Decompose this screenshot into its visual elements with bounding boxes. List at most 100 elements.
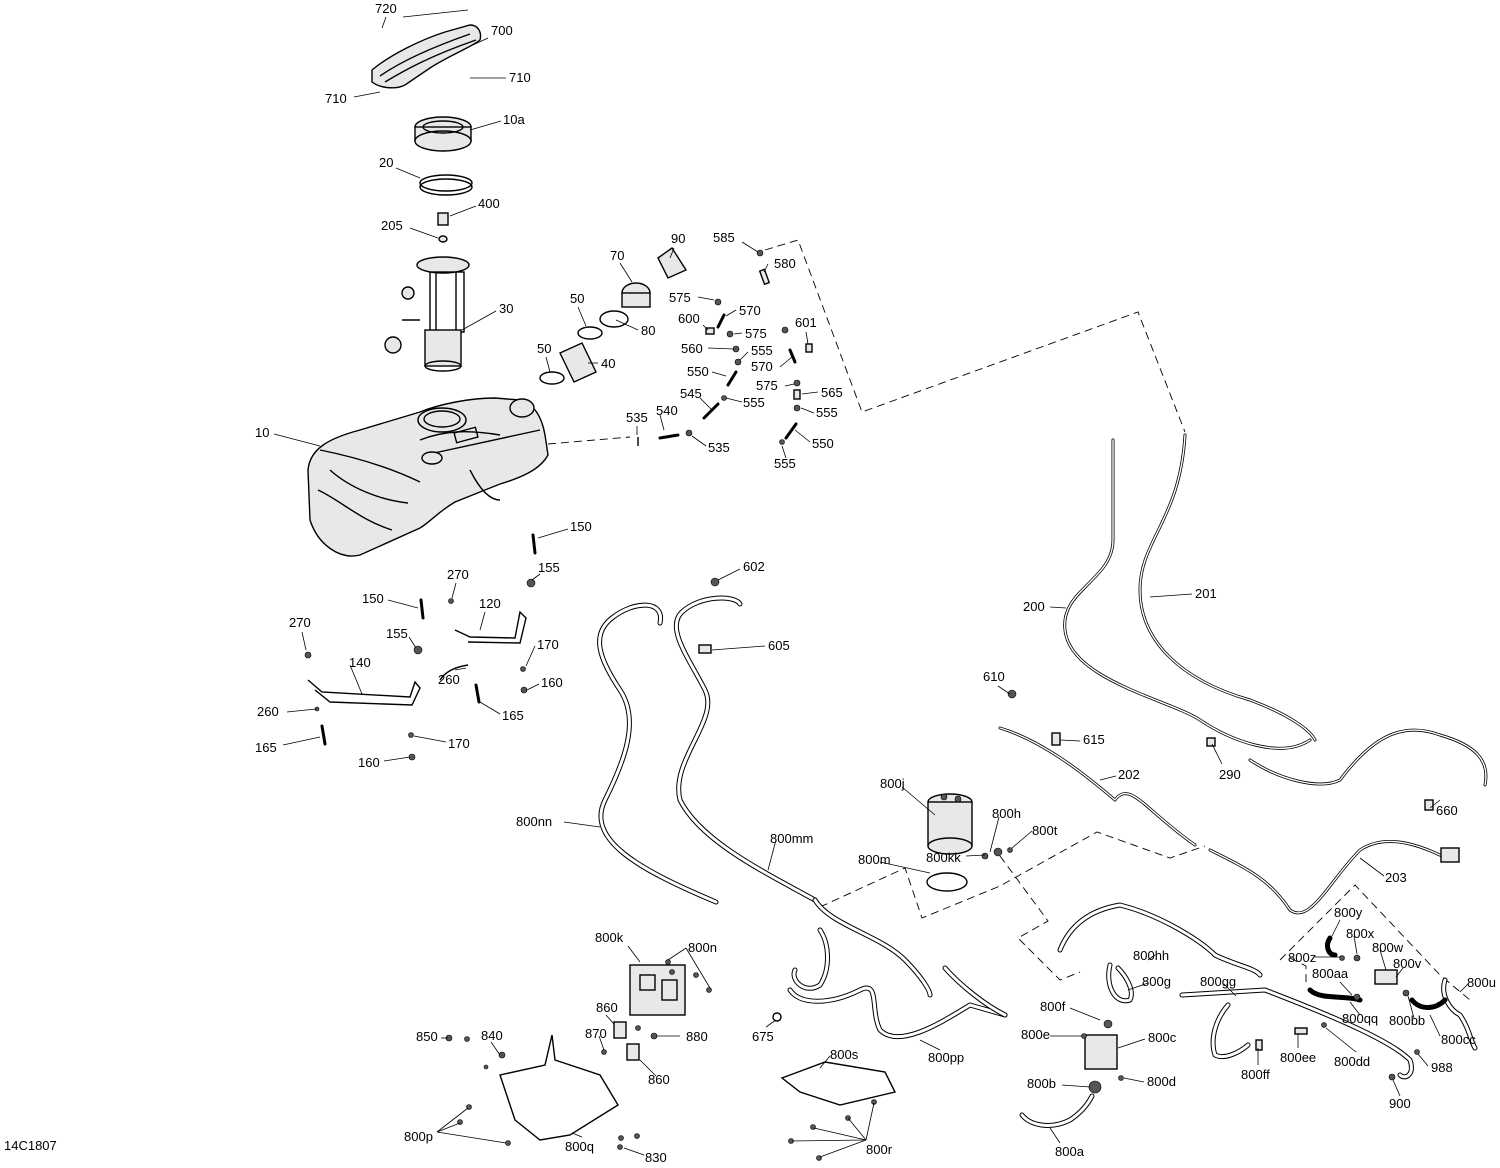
callout-10: 10 bbox=[255, 425, 269, 440]
callout-830: 830 bbox=[645, 1150, 667, 1165]
purge-hoses[interactable] bbox=[1019, 902, 1478, 1128]
filler-neck-parts[interactable] bbox=[539, 247, 688, 385]
callout-165: 165 bbox=[255, 740, 277, 755]
callout-800u: 800u bbox=[1467, 975, 1496, 990]
lock-ring[interactable] bbox=[414, 116, 472, 152]
callout-900: 900 bbox=[1389, 1096, 1411, 1111]
callout-988: 988 bbox=[1431, 1060, 1453, 1075]
evap-canister[interactable] bbox=[926, 793, 1013, 892]
vent-hoses[interactable] bbox=[597, 577, 1008, 1040]
callout-545: 545 bbox=[680, 386, 702, 401]
callout-555: 555 bbox=[743, 395, 765, 410]
callout-10a: 10a bbox=[503, 112, 525, 127]
callout-800aa: 800aa bbox=[1312, 966, 1349, 981]
callout-580: 580 bbox=[774, 256, 796, 271]
callout-800ff: 800ff bbox=[1241, 1067, 1270, 1082]
callout-720: 720 bbox=[375, 1, 397, 16]
callout-710: 710 bbox=[509, 70, 531, 85]
callout-170: 170 bbox=[537, 637, 559, 652]
callout-550: 550 bbox=[812, 436, 834, 451]
callout-400: 400 bbox=[478, 196, 500, 211]
callout-290: 290 bbox=[1219, 767, 1241, 782]
top-heat-shield[interactable] bbox=[371, 24, 482, 89]
callout-675: 675 bbox=[752, 1029, 774, 1044]
callout-170: 170 bbox=[448, 736, 470, 751]
callout-550: 550 bbox=[687, 364, 709, 379]
callout-150: 150 bbox=[362, 591, 384, 606]
callout-700: 700 bbox=[491, 23, 513, 38]
callout-203: 203 bbox=[1385, 870, 1407, 885]
callout-150: 150 bbox=[570, 519, 592, 534]
callout-800c: 800c bbox=[1148, 1030, 1177, 1045]
callout-800ee: 800ee bbox=[1280, 1050, 1316, 1065]
callout-30: 30 bbox=[499, 301, 513, 316]
callout-555: 555 bbox=[774, 456, 796, 471]
callout-602: 602 bbox=[743, 559, 765, 574]
callout-800d: 800d bbox=[1147, 1074, 1176, 1089]
callout-800n: 800n bbox=[688, 940, 717, 955]
fuel-tank[interactable] bbox=[307, 397, 549, 557]
callout-260: 260 bbox=[438, 672, 460, 687]
callout-800a: 800a bbox=[1055, 1144, 1085, 1159]
callout-535: 535 bbox=[708, 440, 730, 455]
callout-90: 90 bbox=[671, 231, 685, 246]
callout-800cc: 800cc bbox=[1441, 1032, 1476, 1047]
callout-555: 555 bbox=[816, 405, 838, 420]
callout-800y: 800y bbox=[1334, 905, 1363, 920]
callout-601: 601 bbox=[795, 315, 817, 330]
evap-valve-assembly[interactable] bbox=[601, 959, 712, 1061]
callout-800pp: 800pp bbox=[928, 1050, 964, 1065]
callout-155: 155 bbox=[538, 560, 560, 575]
callout-800h: 800h bbox=[992, 806, 1021, 821]
callout-860: 860 bbox=[648, 1072, 670, 1087]
callout-800kk: 800kk bbox=[926, 850, 961, 865]
callout-270: 270 bbox=[289, 615, 311, 630]
callout-570: 570 bbox=[751, 359, 773, 374]
mounting-brackets[interactable] bbox=[445, 1034, 897, 1161]
callout-800e: 800e bbox=[1021, 1027, 1050, 1042]
callout-165: 165 bbox=[502, 708, 524, 723]
callout-201: 201 bbox=[1195, 586, 1217, 601]
fuel-pump-module[interactable] bbox=[384, 212, 470, 372]
callout-850: 850 bbox=[416, 1029, 438, 1044]
vent-fittings[interactable] bbox=[637, 249, 813, 446]
callout-575: 575 bbox=[756, 378, 778, 393]
callout-160: 160 bbox=[541, 675, 563, 690]
callout-800hh: 800hh bbox=[1133, 948, 1169, 963]
callout-800qq: 800qq bbox=[1342, 1011, 1378, 1026]
callout-555: 555 bbox=[751, 343, 773, 358]
callout-800r: 800r bbox=[866, 1142, 893, 1157]
callout-800s: 800s bbox=[830, 1047, 859, 1062]
callout-800g: 800g bbox=[1142, 974, 1171, 989]
callout-40: 40 bbox=[601, 356, 615, 371]
callout-800j: 800j bbox=[880, 776, 905, 791]
gasket-ring[interactable] bbox=[419, 174, 473, 196]
callout-840: 840 bbox=[481, 1028, 503, 1043]
callout-585: 585 bbox=[713, 230, 735, 245]
callout-800nn: 800nn bbox=[516, 814, 552, 829]
fuel-lines[interactable] bbox=[998, 433, 1488, 915]
callout-260: 260 bbox=[257, 704, 279, 719]
callout-205: 205 bbox=[381, 218, 403, 233]
callout-120: 120 bbox=[479, 596, 501, 611]
callout-155: 155 bbox=[386, 626, 408, 641]
callout-870: 870 bbox=[585, 1026, 607, 1041]
callout-570: 570 bbox=[739, 303, 761, 318]
callout-20: 20 bbox=[379, 155, 393, 170]
callout-800b: 800b bbox=[1027, 1076, 1056, 1091]
callout-565: 565 bbox=[821, 385, 843, 400]
callout-80: 80 bbox=[641, 323, 655, 338]
callout-270: 270 bbox=[447, 567, 469, 582]
callout-860: 860 bbox=[596, 1000, 618, 1015]
callout-800bb: 800bb bbox=[1389, 1013, 1425, 1028]
callout-800z: 800z bbox=[1288, 950, 1316, 965]
callout-140: 140 bbox=[349, 655, 371, 670]
tank-brackets[interactable] bbox=[304, 533, 537, 761]
callout-800q: 800q bbox=[565, 1139, 594, 1154]
callout-800k: 800k bbox=[595, 930, 624, 945]
callout-50: 50 bbox=[570, 291, 584, 306]
callout-800w: 800w bbox=[1372, 940, 1404, 955]
callout-660: 660 bbox=[1436, 803, 1458, 818]
callout-710: 710 bbox=[325, 91, 347, 106]
